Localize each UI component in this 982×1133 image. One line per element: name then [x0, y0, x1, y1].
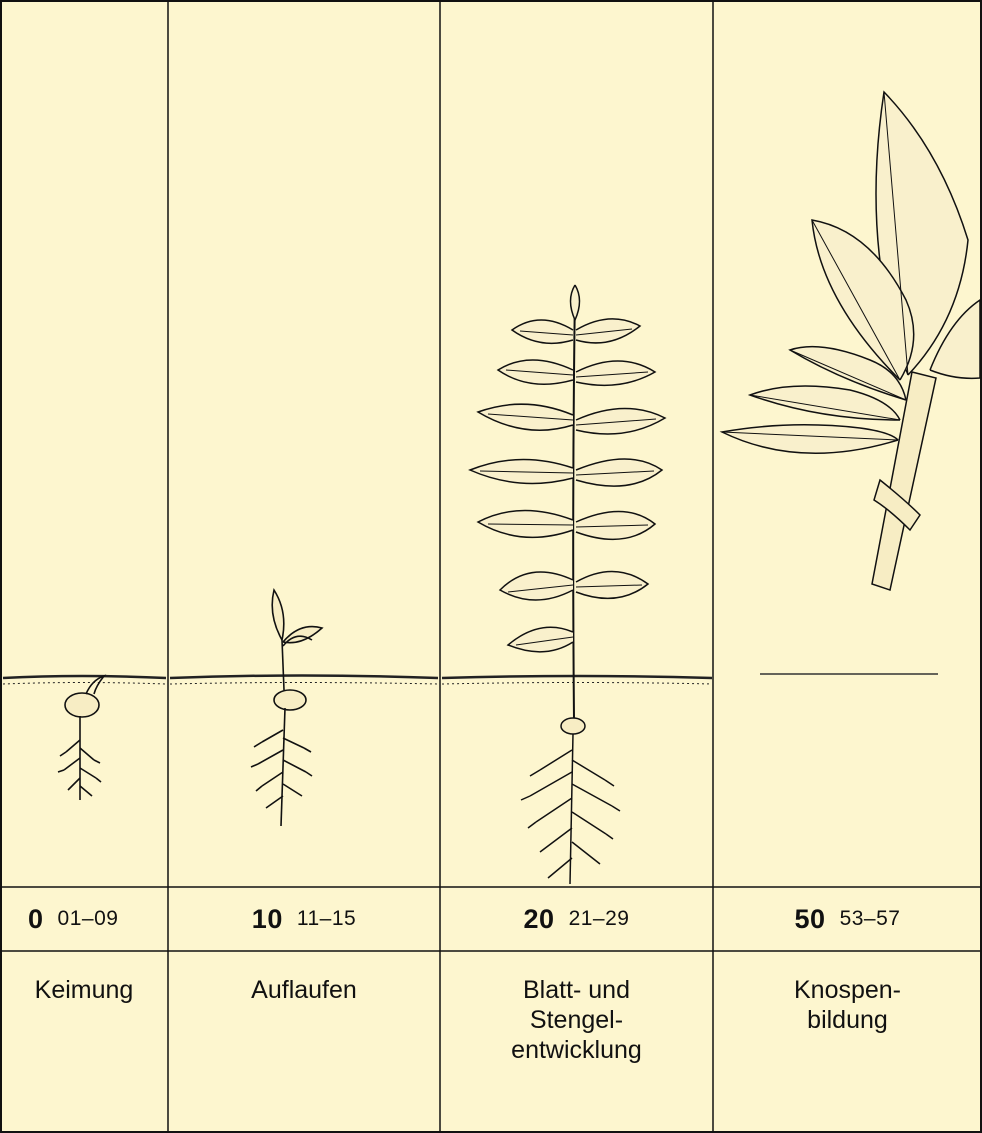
- stage-code-cell: 20 21–29: [440, 888, 713, 950]
- stage-code-cell: 0 01–09: [0, 888, 168, 950]
- seed-germination-drawing: [58, 676, 104, 800]
- flower-buds-drawing: [722, 92, 980, 590]
- stage-label: Blatt- und Stengel- entwicklung: [511, 955, 642, 1125]
- stage-range: 11–15: [297, 907, 356, 931]
- stage-main-code: 50: [795, 904, 826, 935]
- seedling-emergence-drawing: [251, 590, 322, 826]
- stage-label: Auflaufen: [251, 955, 357, 1125]
- stage-label-cell: Blatt- und Stengel- entwicklung: [440, 955, 713, 1125]
- stage-main-code: 20: [524, 904, 555, 935]
- stage-code-cell: 50 53–57: [713, 888, 982, 950]
- stage-range: 01–09: [58, 907, 119, 931]
- stage-main-code: 10: [252, 904, 283, 935]
- stage-code-cell: 10 11–15: [168, 888, 440, 950]
- stage-label-cell: Keimung: [0, 955, 168, 1125]
- stage-label-cell: Knospen- bildung: [713, 955, 982, 1125]
- stage-label-cell: Auflaufen: [168, 955, 440, 1125]
- stage-label: Knospen- bildung: [794, 955, 901, 1125]
- soil-line: [3, 676, 712, 685]
- leafy-plant-drawing: [470, 285, 665, 884]
- stage-label: Keimung: [35, 955, 134, 1125]
- stage-range: 21–29: [569, 907, 630, 931]
- stage-range: 53–57: [840, 907, 901, 931]
- stage-main-code: 0: [28, 904, 44, 935]
